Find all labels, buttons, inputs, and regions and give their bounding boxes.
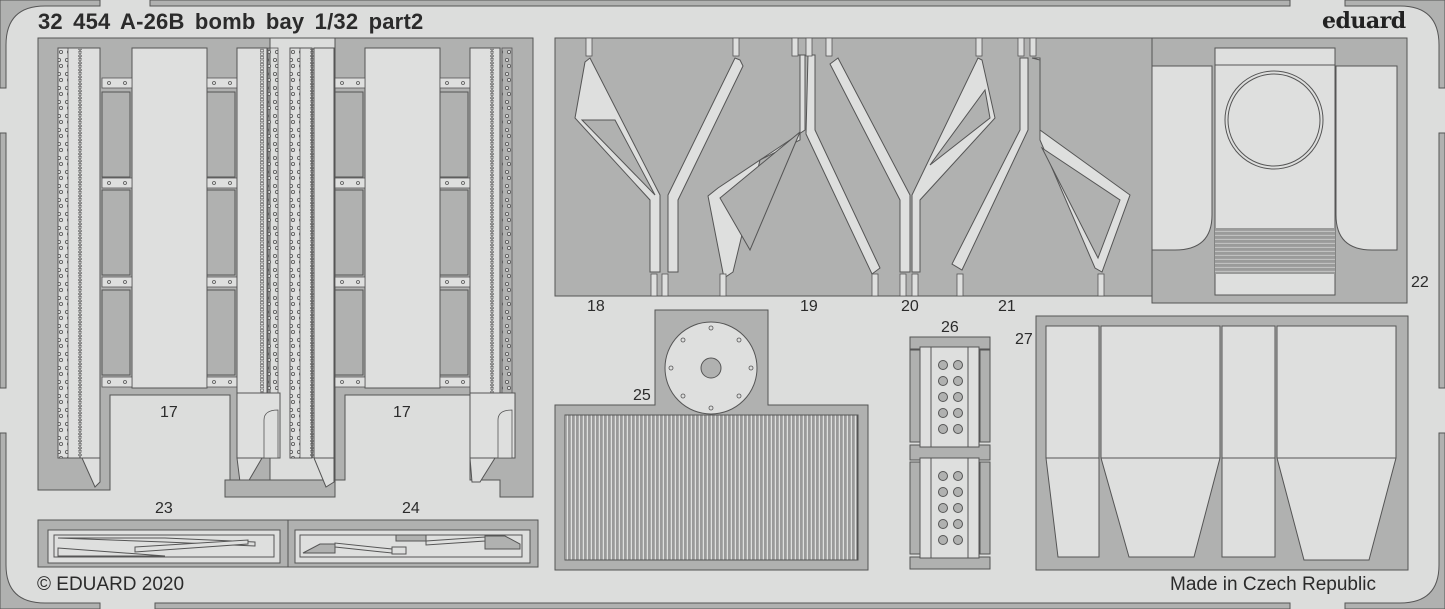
part-17-left (37, 37, 336, 498)
brand-logo: eduard (1322, 8, 1406, 34)
part-label-25: 25 (633, 387, 651, 404)
part-label-17b: 17 (393, 404, 411, 421)
part-label-19: 19 (800, 298, 818, 315)
part-label-17a: 17 (160, 404, 178, 421)
copyright-text: © EDUARD 2020 (37, 574, 185, 595)
part-23 (37, 519, 289, 568)
origin-text: Made in Czech Republic (1170, 574, 1376, 595)
part-24 (287, 519, 539, 568)
sheet-title: 32 454 A-26B bomb bay 1/32 part2 (38, 9, 424, 34)
part-label-23: 23 (155, 500, 173, 517)
part-25 (554, 309, 869, 571)
part-label-21: 21 (998, 298, 1016, 315)
part-27 (1035, 315, 1409, 571)
part-label-27: 27 (1015, 331, 1033, 348)
part-label-18: 18 (587, 298, 605, 315)
part-26 (909, 336, 991, 570)
part-label-26: 26 (941, 319, 959, 336)
part-label-24: 24 (402, 500, 420, 517)
part-22 (1151, 37, 1408, 304)
parts-18-21-struts (554, 37, 1161, 301)
part-17-right (270, 37, 534, 498)
part-label-20: 20 (901, 298, 919, 315)
part-label-22: 22 (1411, 274, 1429, 291)
